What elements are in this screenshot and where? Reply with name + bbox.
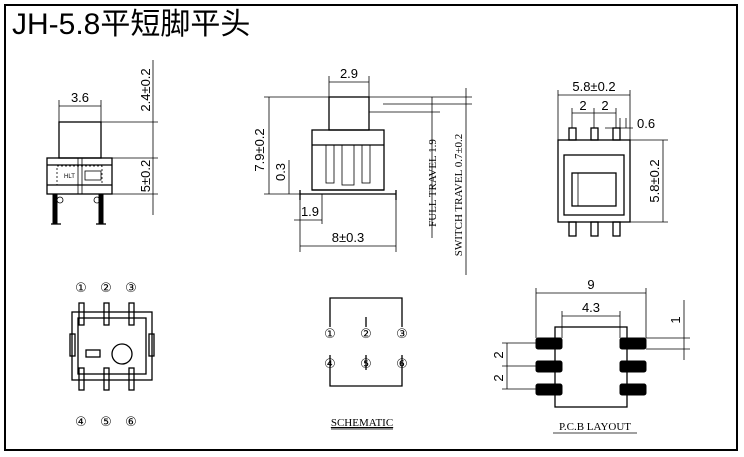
top-actuator xyxy=(571,172,617,207)
bottom-pin-label-5: ⑤ xyxy=(100,415,112,430)
front-actuator xyxy=(58,121,102,159)
schematic-pin-6: ⑥ xyxy=(396,357,408,372)
side-view: 2.9 7.9±0.2 0.3 1.9 8±0.3 FULL xyxy=(252,66,472,275)
bottom-pin-label-1: ① xyxy=(75,281,87,296)
switch-travel-note: SWITCH TRAVEL 0.7±0.2 xyxy=(453,134,465,257)
pcb-pad xyxy=(619,360,647,373)
schematic-pin-3: ③ xyxy=(396,327,408,342)
bottom-view: ① ② ③ ④ ⑤ ⑥ xyxy=(69,281,155,430)
front-top-height-dim: 2.4±0.2 xyxy=(138,68,153,111)
schematic-caption: SCHEMATIC xyxy=(331,417,393,429)
pcb-layout: 9 4.3 1 2 2 P.C.B LAYOUT xyxy=(491,277,690,434)
bottom-body xyxy=(71,311,153,381)
pcb-pad xyxy=(619,337,647,350)
part-title: JH-5.8平短脚平头 xyxy=(12,8,251,41)
top-pitch-right-dim: 2 xyxy=(601,98,608,113)
side-body xyxy=(311,129,385,191)
schematic: ① ② ③ ④ ⑤ ⑥ SCHEMATIC xyxy=(324,297,408,430)
top-pitch-left-dim: 2 xyxy=(579,98,586,113)
full-travel-note: FULL TRAVEL 1.9 xyxy=(427,139,439,227)
side-actuator xyxy=(328,96,370,131)
bottom-pin-label-3: ③ xyxy=(125,281,137,296)
pcb-outline xyxy=(554,326,628,408)
top-body xyxy=(557,139,631,223)
side-actuator-width-dim: 2.9 xyxy=(340,66,358,81)
front-body xyxy=(46,157,113,195)
schematic-pin-2: ② xyxy=(360,327,372,342)
front-body-height-dim: 5±0.2 xyxy=(138,160,153,192)
pcb-inner-width-dim: 4.3 xyxy=(582,300,600,315)
front-width-dim: 3.6 xyxy=(71,90,89,105)
top-height-dim: 5.8±0.2 xyxy=(647,159,662,202)
pcb-pitch-top-dim: 2 xyxy=(491,351,506,358)
pcb-pad xyxy=(535,383,563,396)
schematic-pin-5: ⑤ xyxy=(360,357,372,372)
front-view: HLT 3.6 2.4±0.2 5±0.2 xyxy=(46,60,158,225)
pcb-caption: P.C.B LAYOUT xyxy=(559,421,631,433)
schematic-pin-4: ④ xyxy=(324,357,336,372)
schematic-pin-1: ① xyxy=(324,327,336,342)
side-base-height-dim: 0.3 xyxy=(273,163,288,181)
pcb-pad xyxy=(619,383,647,396)
top-pin-width-dim: 0.6 xyxy=(637,116,655,131)
front-marking-box xyxy=(84,170,102,181)
top-width-dim: 5.8±0.2 xyxy=(572,79,615,94)
pcb-pad-height-dim: 1 xyxy=(668,316,683,323)
pcb-overall-width-dim: 9 xyxy=(587,277,594,292)
front-marking: HLT xyxy=(64,174,75,180)
side-leg-offset-dim: 1.9 xyxy=(301,204,319,219)
pcb-pitch-bottom-dim: 2 xyxy=(491,374,506,381)
schematic-top-wire xyxy=(329,297,403,327)
drawing-frame xyxy=(4,4,738,451)
bottom-pin-label-2: ② xyxy=(100,281,112,296)
top-view: 5.8±0.2 2 2 0.6 5.8±0.2 xyxy=(557,79,668,237)
side-body-width-dim: 8±0.3 xyxy=(332,230,364,245)
pcb-pad xyxy=(535,337,563,350)
side-total-height-dim: 7.9±0.2 xyxy=(252,128,267,171)
bottom-pin-label-6: ⑥ xyxy=(125,415,137,430)
pcb-pad xyxy=(535,360,563,373)
bottom-pin-label-4: ④ xyxy=(75,415,87,430)
schematic-bottom-wire xyxy=(329,355,403,387)
